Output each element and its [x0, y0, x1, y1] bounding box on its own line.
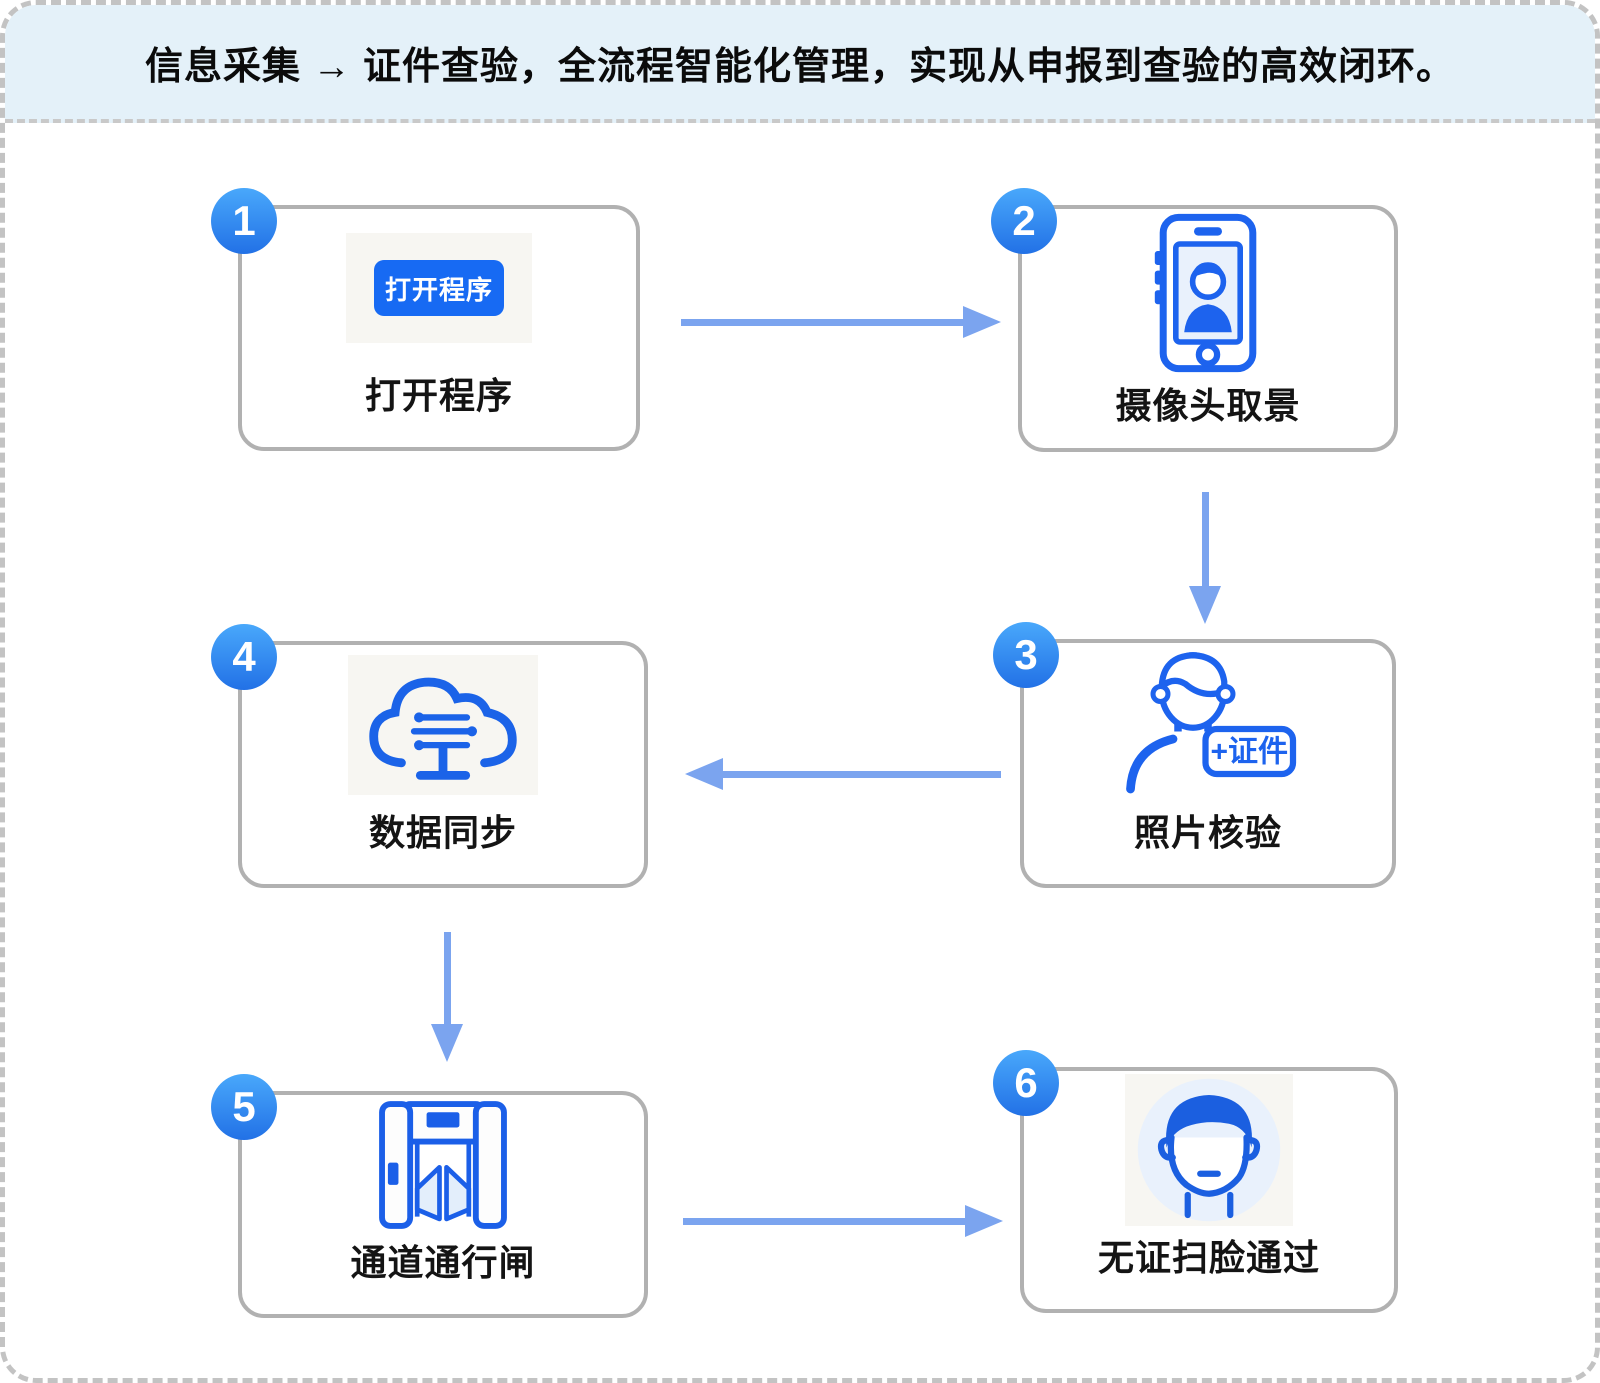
cloud-sync-icon: [369, 677, 517, 780]
portrait-id-icon: +证件: [1126, 651, 1297, 793]
id-tag-label: +证件: [1210, 735, 1288, 768]
header-band: 信息采集 → 证件查验，全流程智能化管理，实现从申报到查验的高效闭环。: [5, 5, 1595, 123]
header-tagline: 信息采集 → 证件查验，全流程智能化管理，实现从申报到查验的高效闭环。: [144, 45, 1456, 88]
step-number-badge: 1: [211, 188, 277, 254]
face-scan-icon: [1137, 1078, 1281, 1222]
step-label: 打开程序: [364, 375, 513, 416]
step-label: 摄像头取景: [1115, 385, 1301, 426]
step-number-badge: 5: [211, 1074, 277, 1140]
open-app-button-icon: 打开程序: [346, 233, 532, 343]
step-box-face-pass: 6 无证扫脸通过: [993, 1050, 1398, 1313]
step-box-data-sync: 4 数据同步: [211, 624, 648, 888]
step-box-camera-capture: 2 摄像头取景: [991, 188, 1398, 452]
step-number-badge: 3: [993, 622, 1059, 688]
phone-camera-icon: [1154, 213, 1257, 373]
step-number-badge: 2: [991, 188, 1057, 254]
step-label: 照片核验: [1133, 812, 1282, 853]
step-label: 数据同步: [368, 812, 517, 853]
security-gate-icon: [379, 1100, 507, 1229]
step-label: 通道通行闸: [350, 1242, 536, 1283]
step-number-badge: 4: [211, 624, 277, 690]
step-box-photo-verify: 3 +证件 照片核验: [993, 622, 1396, 888]
step-number-badge: 6: [993, 1050, 1059, 1116]
open-app-button-graphic: 打开程序: [374, 260, 504, 316]
step-label: 无证扫脸通过: [1097, 1237, 1320, 1278]
step-box-open-app: 1 打开程序 打开程序: [211, 188, 640, 451]
step-box-gate: 5 通道通行闸: [211, 1074, 648, 1318]
